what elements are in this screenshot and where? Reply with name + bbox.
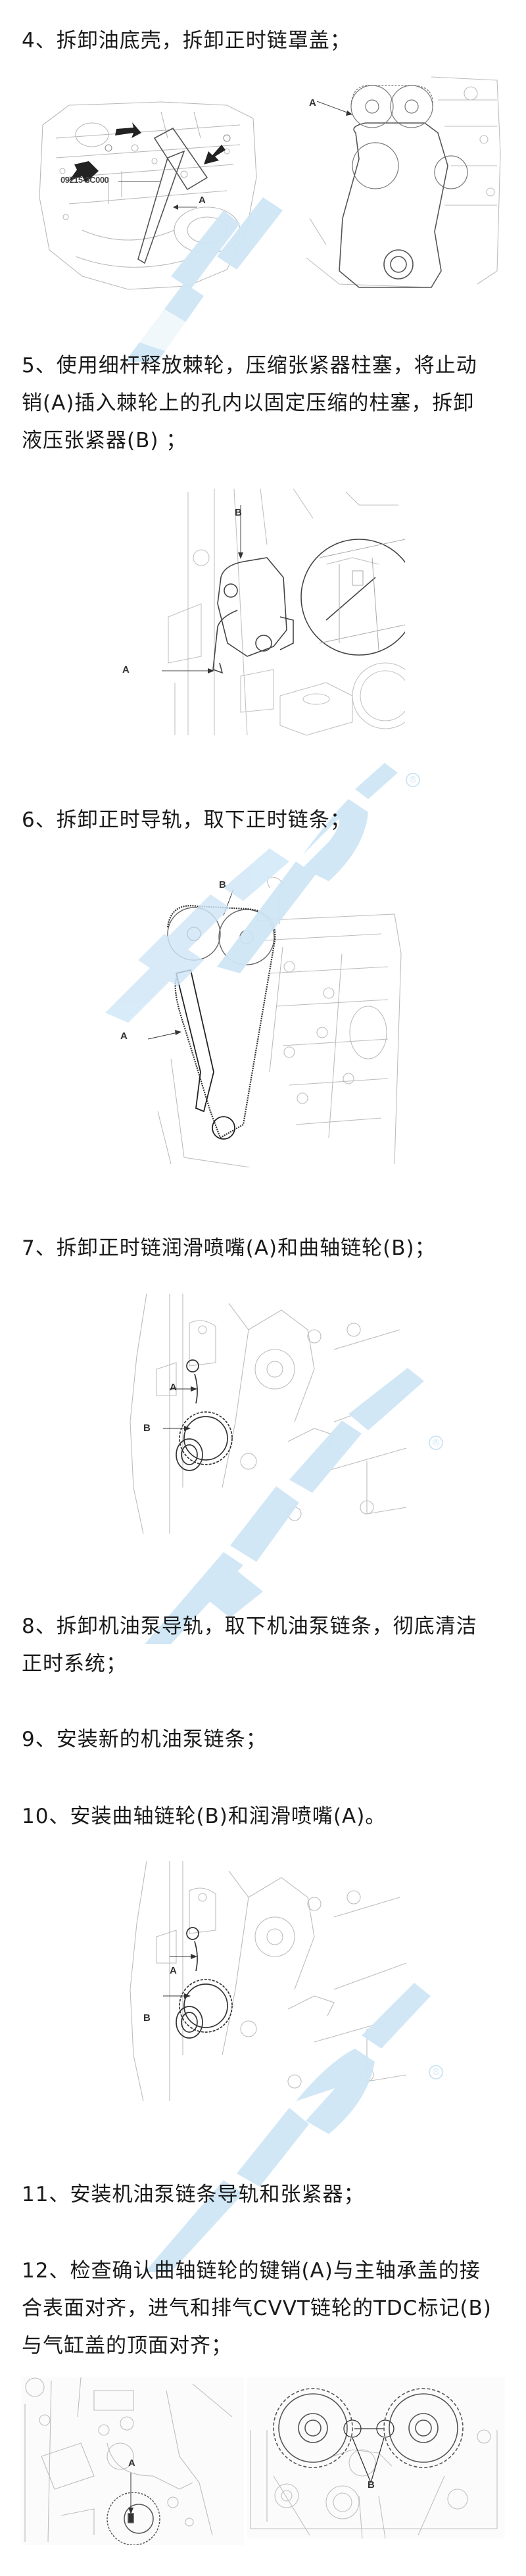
step-4-text: 4、拆卸油底壳，拆卸正时链罩盖； [22, 22, 508, 60]
callout-a: A [199, 195, 206, 206]
callout-b: B [143, 2012, 151, 2024]
step-12-line-2: 合表面对齐，进气和排气CVVT链轮的TDC标记(B) [22, 2297, 492, 2320]
step-6-text: 6、拆卸正时导轨，取下正时链条； [22, 802, 508, 839]
crank-sprocket-install-illustration [130, 1860, 407, 2101]
step-10-line-1: 10、安装曲轴链轮(B)和润滑喷嘴(A)。 [22, 1805, 387, 1828]
figure-oil-pan-tool [30, 99, 260, 291]
step-5-line-2: 销(A)插入棘轮上的孔内以固定压缩的柱塞，拆卸 [22, 391, 475, 415]
engine-oil-pan-illustration [39, 101, 257, 290]
figure-hydraulic-tensioner [162, 485, 405, 739]
step-12-line-1: 12、检查确认曲轴链轮的键销(A)与主轴承盖的接 [22, 2259, 481, 2283]
step-7-text: 7、拆卸正时链润滑喷嘴(A)和曲轴链轮(B)； [22, 1230, 508, 1267]
step-6-line-1: 6、拆卸正时导轨，取下正时链条； [22, 808, 351, 832]
callout-a: A [120, 1031, 128, 1042]
callout-a: A [309, 97, 316, 109]
figure-crank-sprocket-removal [117, 1290, 418, 1535]
step-12-text: 12、检查确认曲轴链轮的键销(A)与主轴承盖的接 合表面对齐，进气和排气CVVT… [22, 2252, 508, 2365]
registered-mark: ® [429, 1436, 443, 1450]
callout-b: B [368, 2479, 375, 2491]
timing-chain-engine-illustration [147, 877, 402, 1167]
step-8-line-2: 正时系统； [22, 1652, 127, 1676]
callout-a: A [122, 664, 130, 675]
step-9-line-1: 9、安装新的机油泵链条； [22, 1728, 267, 1751]
step-5-line-1: 5、使用细杆释放棘轮，压缩张紧器柱塞，将止动 [22, 354, 477, 377]
step-8-line-1: 8、拆卸机油泵导轨，取下机油泵链条，彻底清洁 [22, 1615, 477, 1638]
callout-b: B [235, 507, 242, 518]
registered-mark: ® [429, 2065, 443, 2079]
step-7-line-1: 7、拆卸正时链润滑喷嘴(A)和曲轴链轮(B)； [22, 1236, 436, 1260]
step-12-line-3: 与气缸盖的顶面对齐； [22, 2334, 232, 2358]
step-8-text: 8、拆卸机油泵导轨，取下机油泵链条，彻底清洁 正时系统； [22, 1608, 508, 1683]
step-10-text: 10、安装曲轴链轮(B)和润滑喷嘴(A)。 [22, 1798, 508, 1835]
figure-crank-key-alignment [22, 2377, 244, 2545]
step-11-line-1: 11、安装机油泵链条导轨和张紧器； [22, 2183, 365, 2206]
figure-timing-cover [300, 74, 504, 291]
callout-a: A [128, 2458, 135, 2469]
cvvt-sprockets-illustration [247, 2377, 505, 2539]
figure-crank-sprocket-install [117, 1858, 418, 2101]
step-4-line-1: 4、拆卸油底壳，拆卸正时链罩盖； [22, 29, 351, 53]
hydraulic-tensioner-illustration [162, 488, 405, 736]
callout-a: A [170, 1965, 177, 1976]
registered-mark: ® [406, 773, 420, 787]
callout-b: B [219, 879, 226, 890]
crank-key-illustration [22, 2377, 244, 2545]
figure-cvvt-tdc-marks [247, 2377, 505, 2539]
callout-a: A [170, 1382, 177, 1393]
step-5-line-3: 液压张紧器(B) ； [22, 429, 187, 452]
part-number-label: 09215-3C000 [60, 175, 109, 185]
callout-b: B [143, 1422, 151, 1434]
crank-sprocket-illustration [130, 1293, 407, 1534]
figure-timing-chain [132, 875, 408, 1167]
step-5-text: 5、使用细杆释放棘轮，压缩张紧器柱塞，将止动 销(A)插入棘轮上的孔内以固定压缩… [22, 347, 508, 460]
step-9-text: 9、安装新的机油泵链条； [22, 1721, 508, 1759]
timing-chain-cover-illustration [306, 76, 501, 288]
step-11-text: 11、安装机油泵链条导轨和张紧器； [22, 2176, 508, 2214]
